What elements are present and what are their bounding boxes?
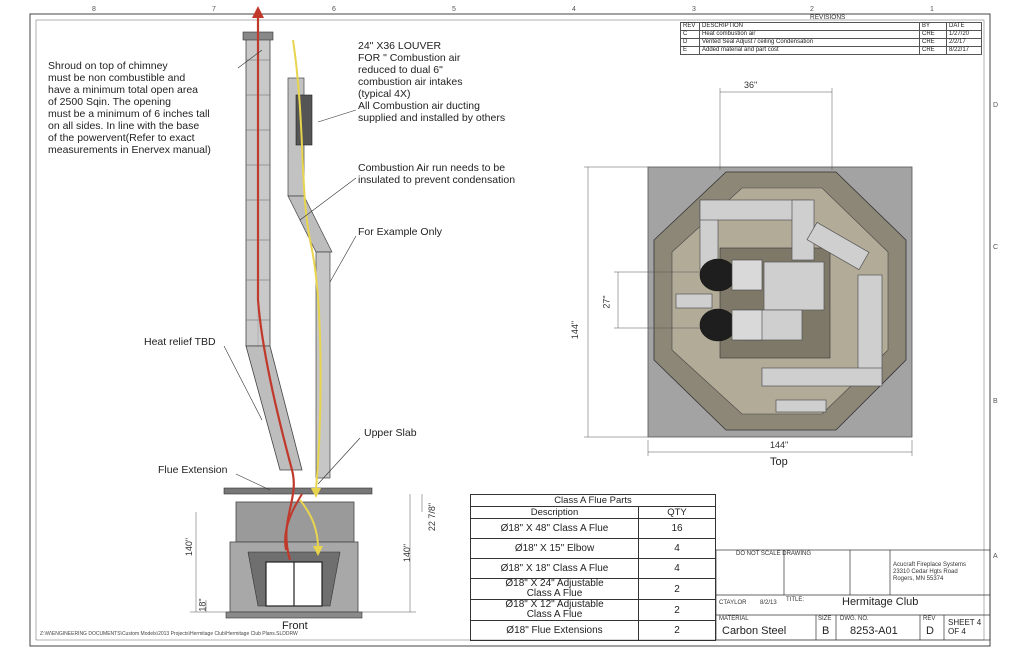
revision-header-cell: BY bbox=[919, 22, 947, 31]
part-qty: 16 bbox=[638, 518, 716, 539]
title-label: TITLE: bbox=[786, 597, 805, 603]
part-description: Ø18" X 15" Elbow bbox=[470, 538, 639, 559]
grid-side-label: C bbox=[993, 244, 999, 251]
part-description: Ø18" X 12" Adjustable Class A Flue bbox=[470, 599, 639, 621]
revision-cell: 8/22/17 bbox=[946, 46, 982, 55]
grid-top-label: 5 bbox=[452, 6, 456, 13]
height-dimension-right: 140" bbox=[402, 543, 413, 563]
revision-cell: D bbox=[680, 38, 700, 47]
revision-cell: Vented Seal Adjust / ceiling Condensatio… bbox=[699, 38, 920, 47]
insulation-note: Combustion Air run needs to be insulated… bbox=[358, 162, 516, 186]
upper-slab-note: Upper Slab bbox=[364, 427, 417, 439]
part-qty: 2 bbox=[638, 599, 716, 621]
flue-parts-table: Class A Flue Parts Description QTY Ø18" … bbox=[470, 494, 716, 641]
plan-bottom-dimension: 144" bbox=[770, 440, 789, 450]
grid-top-label: 4 bbox=[572, 6, 576, 13]
louver-note: 24" X36 LOUVER FOR " Combustion air redu… bbox=[358, 40, 506, 124]
top-view-label: Top bbox=[770, 456, 788, 468]
table-row: Ø18" X 12" Adjustable Class A Flue 2 bbox=[470, 599, 716, 621]
plan-top-dimension: 36" bbox=[744, 80, 758, 90]
grid-top-label: 3 bbox=[692, 6, 696, 13]
revision-cell: CRE bbox=[919, 30, 947, 39]
dwg-no-label: DWG. NO. bbox=[840, 616, 869, 622]
revisions-header-row: REV DESCRIPTION BY DATE bbox=[680, 22, 982, 31]
size-value: B bbox=[822, 625, 830, 637]
grid-top-label: 2 bbox=[810, 6, 814, 13]
revision-cell: Added material and part cost bbox=[699, 46, 920, 55]
revision-cell: 1/27/20 bbox=[946, 30, 982, 39]
part-qty: 4 bbox=[638, 538, 716, 559]
part-qty: 4 bbox=[638, 558, 716, 579]
sheet-number: SHEET 4 OF 4 bbox=[948, 618, 982, 636]
part-qty: 2 bbox=[638, 620, 716, 641]
grid-top-label: 7 bbox=[212, 6, 216, 13]
revisions-title: REVISIONS bbox=[810, 14, 846, 21]
description-column-header: Description bbox=[470, 506, 639, 519]
revision-cell: E bbox=[680, 46, 700, 55]
drawn-by: CTAYLOR bbox=[719, 600, 747, 606]
table-row: Ø18" X 15" Elbow 4 bbox=[470, 538, 716, 559]
revision-header-cell: REV bbox=[680, 22, 700, 31]
height-dimension-left: 140" bbox=[184, 537, 195, 557]
grid-side-label: D bbox=[993, 102, 999, 109]
file-path-footer: Z:\W\ENGINEERING DOCUMENTS\Custom Models… bbox=[40, 631, 298, 637]
grid-top-label: 1 bbox=[930, 6, 934, 13]
example-note: For Example Only bbox=[358, 226, 443, 238]
revision-row: D Vented Seal Adjust / ceiling Condensat… bbox=[680, 38, 982, 47]
flue-extension-note: Flue Extension bbox=[158, 464, 228, 476]
revisions-table: REV DESCRIPTION BY DATE C Heat combustio… bbox=[680, 22, 982, 55]
revision-header-cell: DATE bbox=[946, 22, 982, 31]
plan-view bbox=[584, 88, 913, 456]
company-block: Acucraft Fireplace Systems 23310 Cedar H… bbox=[893, 562, 967, 582]
table-row: Ø18" X 48" Class A Flue 16 bbox=[470, 518, 716, 539]
part-description: Ø18" X 24" Adjustable Class A Flue bbox=[470, 578, 639, 600]
rev-label: REV bbox=[923, 616, 936, 622]
part-description: Ø18" X 18" Class A Flue bbox=[470, 558, 639, 579]
revision-cell: C bbox=[680, 30, 700, 39]
part-description: Ø18" X 48" Class A Flue bbox=[470, 518, 639, 539]
drawing-title: Hermitage Club bbox=[842, 596, 919, 608]
part-qty: 2 bbox=[638, 578, 716, 600]
heat-relief-note: Heat relief TBD bbox=[144, 336, 216, 348]
table-row: Ø18" X 24" Adjustable Class A Flue 2 bbox=[470, 578, 716, 600]
parts-table-title: Class A Flue Parts bbox=[470, 494, 716, 507]
base-dimension: 18" bbox=[197, 598, 208, 612]
revision-row: E Added material and part cost CRE 8/22/… bbox=[680, 46, 982, 55]
grid-top-label: 8 bbox=[92, 6, 96, 13]
grid-top-label: 6 bbox=[332, 6, 336, 13]
revision-cell: Heat combustion air bbox=[699, 30, 920, 39]
qty-column-header: QTY bbox=[638, 506, 716, 519]
drawing-number: 8253-A01 bbox=[850, 625, 898, 637]
material-label: MATERIAL bbox=[719, 616, 749, 622]
material-value: Carbon Steel bbox=[722, 625, 787, 637]
plan-side-dimension: 144" bbox=[570, 320, 581, 340]
revision-row: C Heat combustion air CRE 1/27/20 bbox=[680, 30, 982, 39]
rev-value: D bbox=[926, 625, 934, 637]
part-description: Ø18" Flue Extensions bbox=[470, 620, 639, 641]
do-not-scale-note: DO NOT SCALE DRAWING bbox=[736, 551, 812, 557]
grid-side-label: A bbox=[993, 553, 998, 560]
elevation-view bbox=[190, 6, 423, 619]
revision-header-cell: DESCRIPTION bbox=[699, 22, 920, 31]
table-row: Ø18" X 18" Class A Flue 4 bbox=[470, 558, 716, 579]
revision-cell: 2/2/17 bbox=[946, 38, 982, 47]
revision-cell: CRE bbox=[919, 46, 947, 55]
front-view-label: Front bbox=[282, 620, 308, 632]
plan-inner-dimension: 27" bbox=[601, 295, 612, 309]
table-row: Ø18" Flue Extensions 2 bbox=[470, 620, 716, 641]
slab-dimension: 22 7/8" bbox=[427, 502, 438, 532]
size-label: SIZE bbox=[818, 616, 832, 622]
revision-cell: CRE bbox=[919, 38, 947, 47]
drawn-date: 8/2/13 bbox=[760, 600, 777, 606]
grid-side-label: B bbox=[993, 398, 998, 405]
shroud-note: Shroud on top of chimney must be non com… bbox=[48, 60, 211, 156]
